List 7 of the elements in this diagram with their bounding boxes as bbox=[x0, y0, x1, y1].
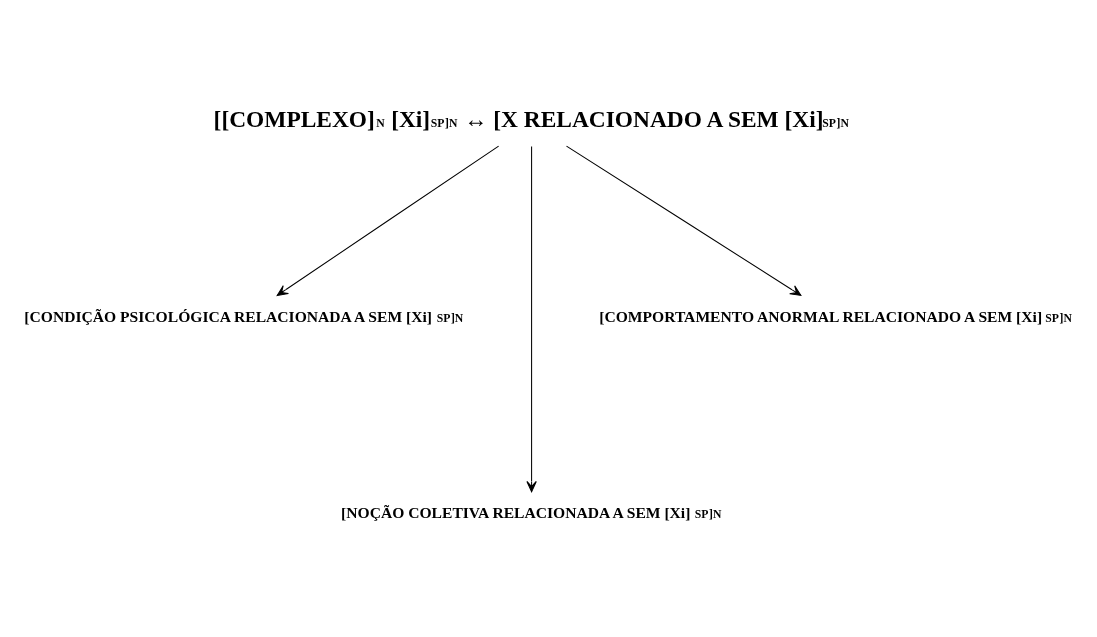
arrow bbox=[526, 145, 537, 492]
node-text: [COMPORTAMENTO ANORMAL RELACIONADO A SEM [Xi]SP]N bbox=[599, 307, 1072, 325]
node-text: [NOÇÃO COLETIVA RELACIONADA A SEM [Xi]SP]N bbox=[341, 503, 722, 521]
node-text: [[COMPLEXO]N [Xi]SP]N ↔ [X RELACIONADO A SEM [Xi]SP]N bbox=[213, 105, 849, 132]
arrow bbox=[276, 145, 500, 296]
node-text: [CONDIÇÃO PSICOLÓGICA RELACIONADA A SEM [Xi]SP]N bbox=[24, 307, 464, 325]
arrow bbox=[566, 145, 802, 296]
